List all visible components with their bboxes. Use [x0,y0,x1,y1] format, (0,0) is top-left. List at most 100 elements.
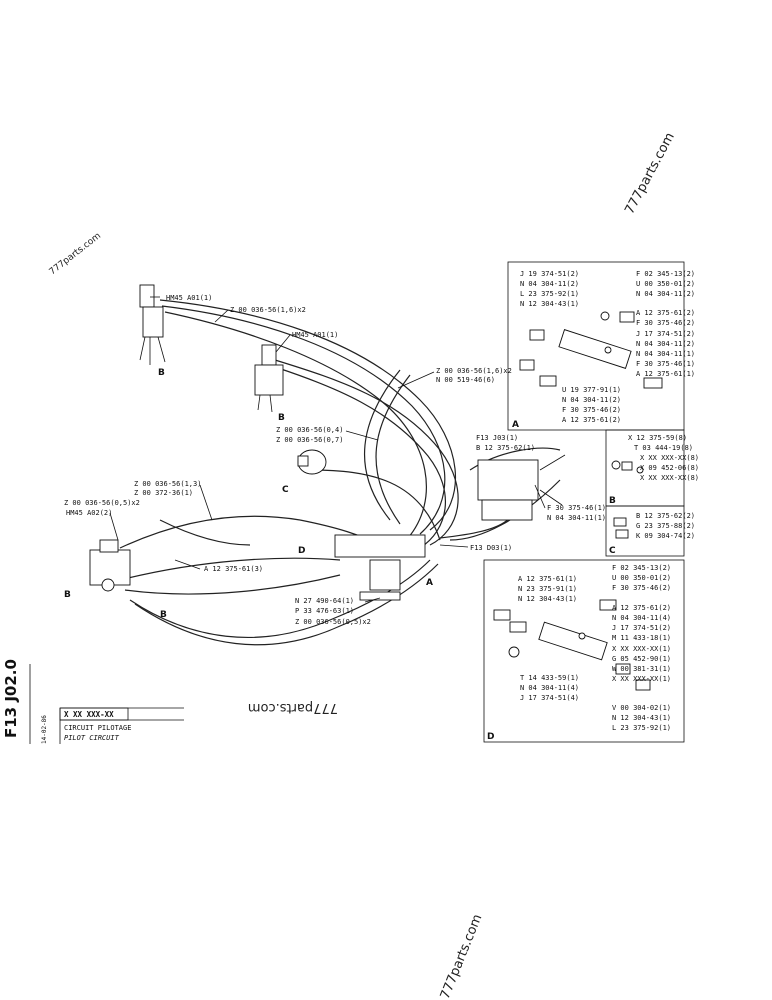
part-label: A 12 375-61(2) [636,309,695,317]
part-label: A 12 375-61(2) [562,416,621,424]
callout-label: Z 00 036-56(0,4) [276,426,343,434]
part-label: X 12 375-59(8) [628,434,687,442]
callout-label: Z 00 372-36(1) [134,489,193,497]
watermark-text: 777parts.com [622,130,678,217]
hose-bundle [119,299,561,646]
part-label: J 17 374-51(4) [520,694,579,702]
title-en: PILOT CIRCUIT [64,734,120,742]
part-label: X 09 452-06(8) [640,464,699,472]
part-label: F 30 375-46(1) [636,360,695,368]
part-label: X XX XXX-XX(1) [612,675,671,683]
callout-label: Z 00 036-56(1,6)x2 [436,367,512,375]
part-label: W 00 381-31(1) [612,665,671,673]
detail-b-panel: B X 12 375-59(8) T 03 444-19(8) X XX XXX… [605,429,699,507]
callout-label: Z 00 036-56(0,5)x2 [295,618,371,626]
callout-label: F 30 375-46(1) [547,504,606,512]
callout-label: Z 00 036-56(0,5)x2 [64,499,140,507]
part-label: N 04 304-11(2) [562,396,621,404]
sheet-date: 14-02-86 [41,715,48,744]
part-label: L 23 375-92(1) [612,724,671,732]
callout-label: B 12 375-62(1) [476,444,535,452]
part-label: X XX XXX-XX(8) [640,454,699,462]
callout-label: P 33 476-63(1) [295,607,354,615]
part-number: X XX XXX-XX [64,710,114,719]
part-label: U 19 377-91(1) [562,386,621,394]
distributor-block [334,534,426,601]
callout-label: Z 00 036-56(1,3) [134,480,201,488]
callout-label: Z 00 036-56(1,6)x2 [230,306,306,314]
detail-a-panel: A J 19 374-51(2) N 04 304-11(2) L 23 375… [507,261,695,431]
detail-tag: A [512,420,519,430]
part-label: N 04 304-11(1) [636,350,695,358]
callout-label: F13 D03(1) [470,544,512,552]
callout-label: HM45 A02(2) [66,509,112,517]
part-label: A 12 375-61(1) [518,575,577,583]
part-label: N 12 304-43(1) [520,300,579,308]
valve-j03 [477,454,566,521]
pedal-valve-c [297,449,327,475]
marker-letter: B [158,368,165,378]
main-callouts: HM45 A01(1) Z 00 036-56(1,6)x2 HM45 A01(… [64,294,606,626]
part-label: X XX XXX-XX(8) [640,474,699,482]
part-label: L 23 375-92(1) [520,290,579,298]
part-label: K 09 304-74(2) [636,532,695,540]
part-label: J 19 374-51(2) [520,270,579,278]
marker-letter: B [64,590,71,600]
marker-letter: B [160,610,167,620]
part-label: X XX XXX-XX(1) [612,645,671,653]
part-label: V 00 304-02(1) [612,704,671,712]
callout-label: N 04 304-11(1) [547,514,606,522]
watermark-text: 777parts.com [438,912,486,1000]
watermark-text: 777parts.com [48,231,103,277]
part-label: N 04 304-11(4) [612,614,671,622]
part-label: U 00 350-01(2) [636,280,695,288]
part-label: N 04 304-11(2) [636,340,695,348]
callout-label: Z 00 036-56(0,7) [276,436,343,444]
callout-label: A 12 375-61(3) [204,565,263,573]
detail-tag: D [487,732,494,742]
part-label: M 11 433-18(1) [612,634,671,642]
title-block: F13 J02.0 14-02-86 X XX XXX-XX CIRCUIT P… [2,659,184,744]
part-label: G 23 375-88(2) [636,522,695,530]
part-label: N 04 304-11(2) [520,280,579,288]
detail-d-panel: D A 12 375-61(1) N 23 375-91(1) N 12 304… [483,559,685,743]
part-label: A 12 375-61(1) [636,370,695,378]
detail-c-panel: C B 12 375-62(2) G 23 375-88(2) K 09 304… [605,505,695,557]
marker-letter: D [298,546,305,556]
detail-tag: B [609,496,616,506]
part-label: F 30 375-46(2) [562,406,621,414]
marker-letter: A [426,578,433,588]
callout-label: N 27 490-64(1) [295,597,354,605]
part-label: U 00 350-01(2) [612,574,671,582]
part-label: N 04 304-11(4) [520,684,579,692]
part-label: J 17 374-51(2) [636,330,695,338]
part-label: F 02 345-13(2) [612,564,671,572]
marker-letter: B [278,413,285,423]
callout-label: HM45 A01(1) [166,294,212,302]
marker-letter: C [282,485,289,495]
callout-label: F13 J03(1) [476,434,518,442]
joystick-valve-right [254,344,284,413]
part-label: N 23 375-91(1) [518,585,577,593]
part-label: F 30 375-46(2) [612,584,671,592]
joystick-valve-left [139,284,166,365]
part-label: B 12 375-62(2) [636,512,695,520]
callout-label: N 00 519-46(6) [436,376,495,384]
detail-tag: C [609,546,616,556]
part-label: T 03 444-19(8) [634,444,693,452]
joystick-valve-lower [89,539,131,592]
part-label: T 14 433-59(1) [520,674,579,682]
sheet-code: F13 J02.0 [2,659,20,738]
callout-label: HM45 A01(1) [292,331,338,339]
watermark-text: 777parts.com [248,700,338,715]
main-letter-markers: B B C D A B B [64,368,433,620]
part-label: J 17 374-51(2) [612,624,671,632]
part-label: N 12 304-43(1) [518,595,577,603]
part-label: A 12 375-61(2) [612,604,671,612]
part-label: G 05 452-90(1) [612,655,671,663]
part-label: F 02 345-13(2) [636,270,695,278]
title-fr: CIRCUIT PILOTAGE [64,724,131,732]
part-label: F 30 375-46(2) [636,319,695,327]
part-label: N 04 304-11(2) [636,290,695,298]
